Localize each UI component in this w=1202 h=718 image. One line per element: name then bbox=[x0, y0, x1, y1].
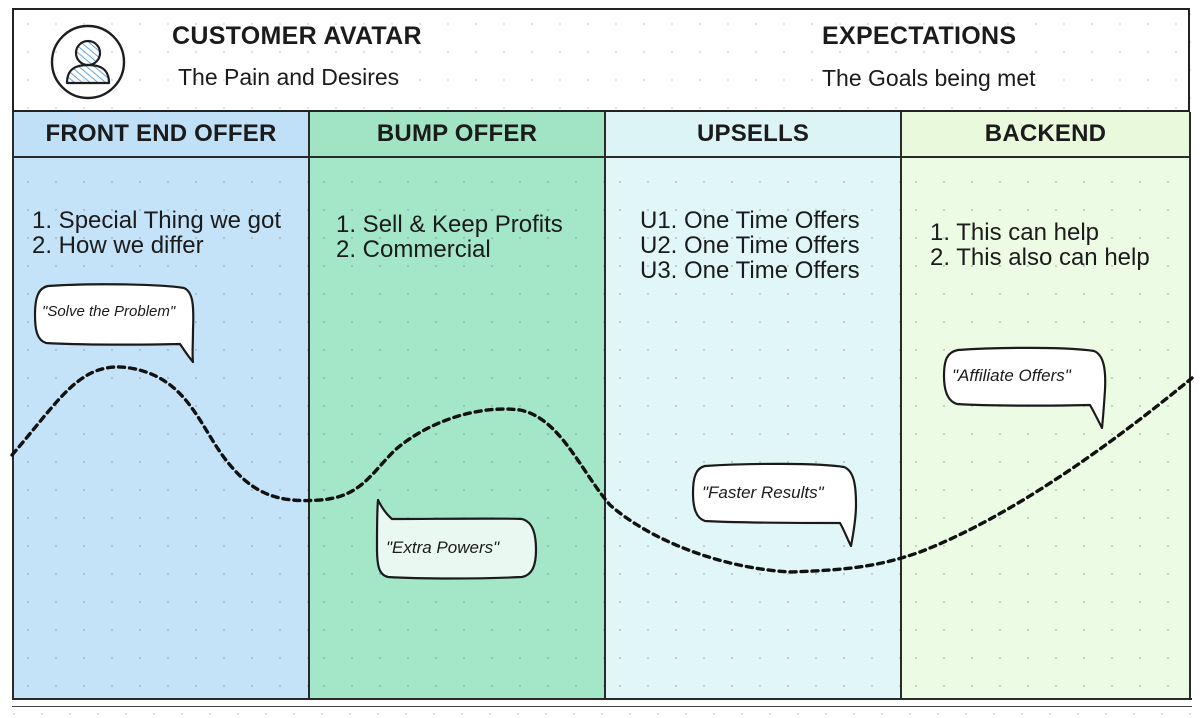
column-front-end-offer: FRONT END OFFER 1. Special Thing we got … bbox=[12, 112, 310, 700]
bottom-border-secondary bbox=[12, 706, 1192, 707]
column-title-backend: BACKEND bbox=[902, 112, 1189, 158]
list-item: U3. One Time Offers bbox=[640, 257, 860, 284]
column-backend: BACKEND 1. This can help 2. This also ca… bbox=[902, 112, 1191, 700]
upsells-list: U1. One Time Offers U2. One Time Offers … bbox=[640, 208, 860, 283]
list-item: 1. Sell & Keep Profits bbox=[336, 211, 563, 238]
list-item: U2. One Time Offers bbox=[640, 232, 860, 259]
list-item: 1. Special Thing we got bbox=[32, 207, 282, 234]
column-bump-offer: BUMP OFFER 1. Sell & Keep Profits 2. Com… bbox=[310, 112, 606, 700]
backend-list: 1. This can help 2. This also can help bbox=[930, 220, 1150, 270]
column-upsells: UPSELLS U1. One Time Offers U2. One Time… bbox=[606, 112, 902, 700]
column-title-bump-offer: BUMP OFFER bbox=[310, 112, 604, 158]
user-avatar-icon bbox=[46, 20, 130, 104]
list-item: 2. Commercial bbox=[336, 236, 491, 263]
front-end-offer-list: 1. Special Thing we got 2. How we differ bbox=[32, 208, 281, 258]
column-title-front-end-offer: FRONT END OFFER bbox=[14, 112, 308, 158]
header-panel: CUSTOMER AVATAR The Pain and Desires EXP… bbox=[12, 8, 1190, 112]
bubble-text-affiliate-offers: "Affiliate Offers" bbox=[952, 366, 1071, 385]
column-title-upsells: UPSELLS bbox=[606, 112, 900, 158]
customer-avatar-subtitle: The Pain and Desires bbox=[178, 64, 400, 90]
list-item: 2. How we differ bbox=[32, 232, 204, 259]
expectations-title: EXPECTATIONS bbox=[822, 22, 1017, 50]
customer-avatar-title: CUSTOMER AVATAR bbox=[172, 22, 422, 50]
bubble-text-extra-powers: "Extra Powers" bbox=[386, 538, 500, 557]
bubble-text-faster-results: "Faster Results" bbox=[702, 483, 824, 502]
list-item: 2. This also can help bbox=[930, 244, 1150, 271]
bubble-text-solve-the-problem: "Solve the Problem" bbox=[42, 303, 176, 320]
list-item: U1. One Time Offers bbox=[640, 207, 860, 234]
expectations-subtitle: The Goals being met bbox=[822, 65, 1036, 91]
list-item: 1. This can help bbox=[930, 219, 1099, 246]
bump-offer-list: 1. Sell & Keep Profits 2. Commercial bbox=[336, 212, 563, 262]
bottom-border bbox=[12, 698, 1192, 700]
